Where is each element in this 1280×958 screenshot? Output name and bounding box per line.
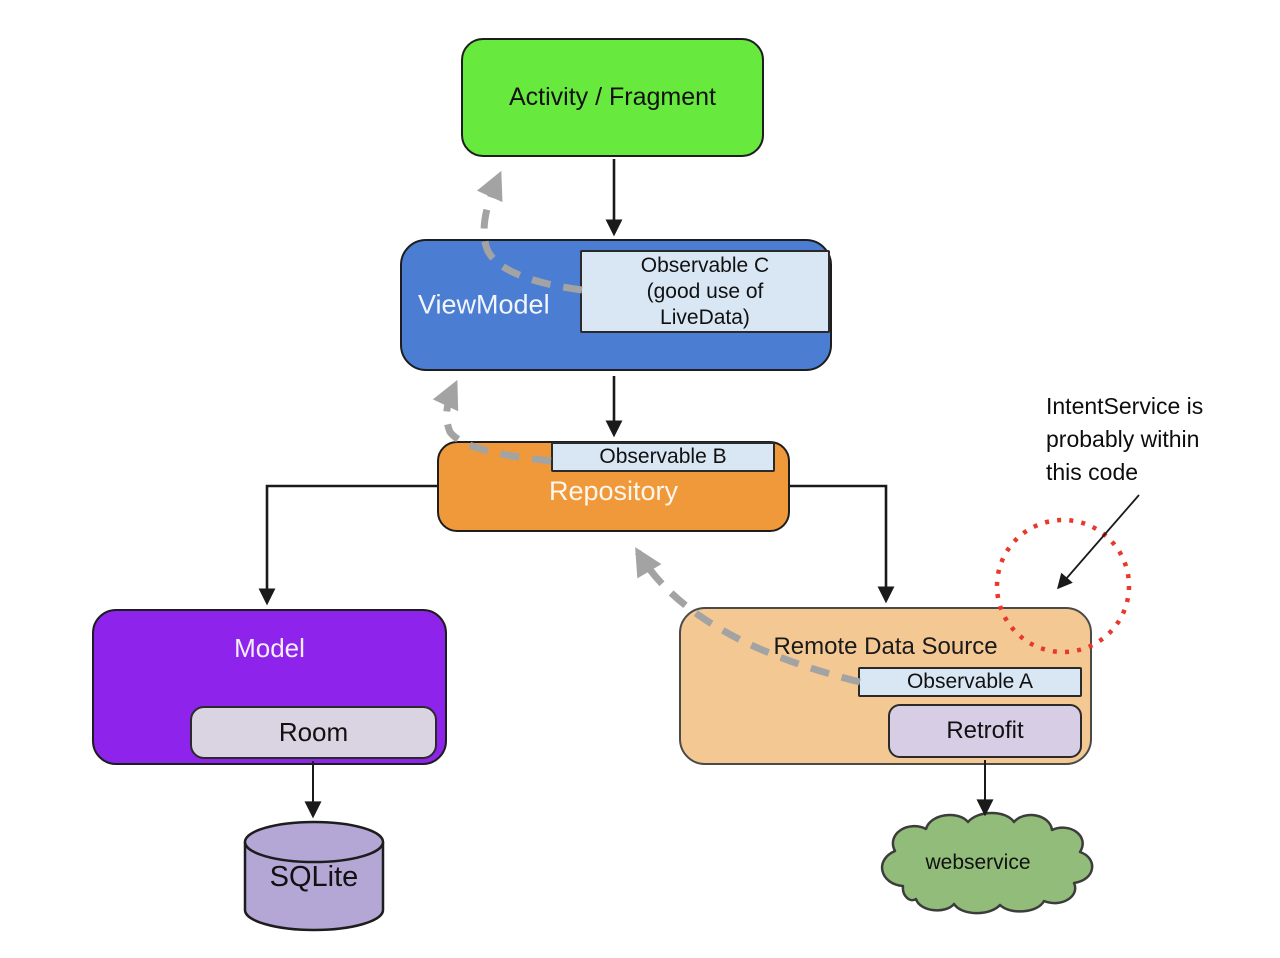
remote-data-source-label: Remote Data Source [773,633,998,660]
activity-fragment-node: Activity / Fragment [461,38,764,157]
retrofit-node: Retrofit [888,704,1082,758]
webservice-label: webservice [925,851,1031,874]
viewmodel-label: ViewModel [418,289,550,320]
sqlite-cylinder [243,820,385,932]
repository-label: Repository [548,476,679,506]
sqlite-label: SQLite [269,861,359,893]
sqlite-cylinder-body [243,842,385,932]
room-node: Room [190,706,437,759]
observable-c-node: Observable C (good use of LiveData) [580,250,830,333]
observable-b-node: Observable B [551,442,775,472]
retrofit-label: Retrofit [946,717,1024,744]
sqlite-cylinder-top [243,820,385,864]
observable-b-label: Observable B [599,445,727,468]
activity-fragment-label: Activity / Fragment [509,83,716,111]
observable-c-label: Observable C (good use of LiveData) [640,253,770,329]
observable-a-label: Observable A [906,670,1034,693]
annotation-text: IntentService is probably within this co… [1046,393,1204,485]
observable-a-node: Observable A [858,667,1082,697]
room-label: Room [278,717,349,747]
webservice-cloud [880,811,1094,915]
model-label: Model [234,633,305,663]
